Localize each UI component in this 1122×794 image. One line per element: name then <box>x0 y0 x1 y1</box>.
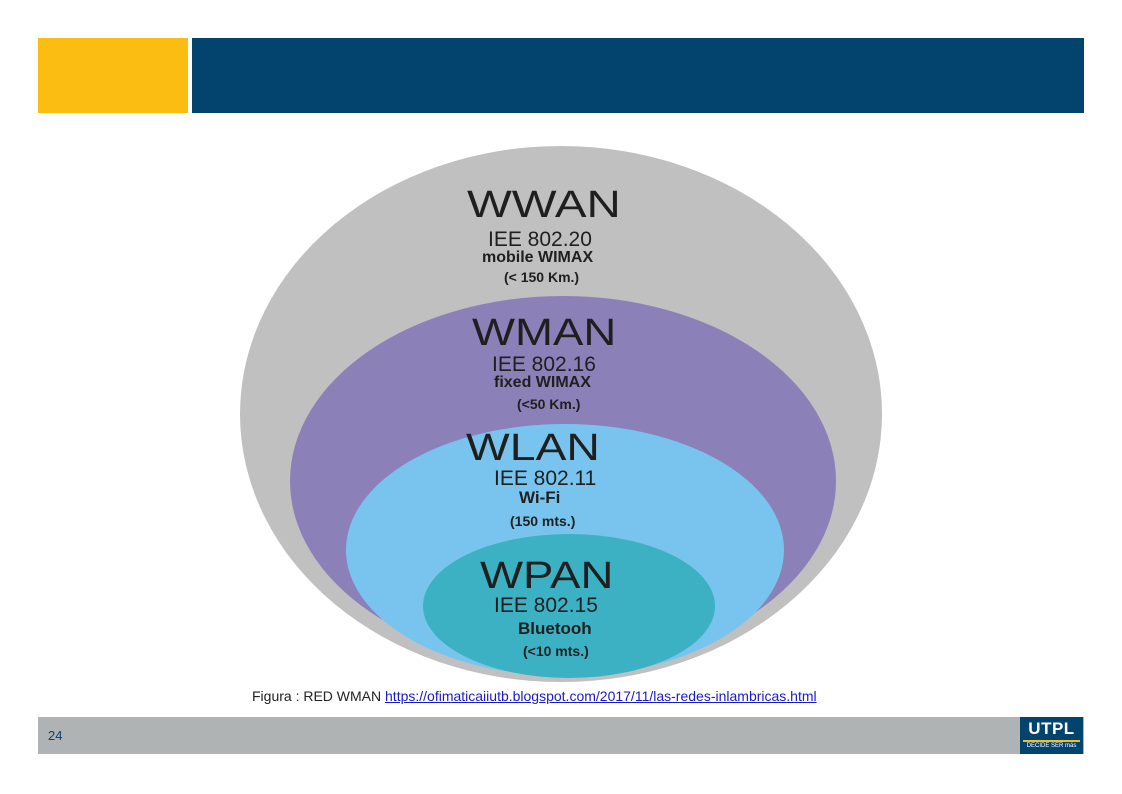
header-title-bar <box>192 38 1084 113</box>
wlan-title: WLAN <box>466 426 600 468</box>
wwan-standard: IEE 802.20 <box>488 228 592 251</box>
wpan-range: (<10 mts.) <box>523 643 589 659</box>
wpan-title: WPAN <box>480 554 613 597</box>
wwan-title: WWAN <box>467 183 621 225</box>
wlan-technology: Wi-Fi <box>519 488 560 507</box>
footer-bar: 24 UTPL DECIDE SER más <box>38 717 1084 754</box>
wwan-technology: mobile WIMAX <box>482 249 593 266</box>
wman-range: (<50 Km.) <box>517 396 580 412</box>
wwan-range: (< 150 Km.) <box>504 269 579 285</box>
source-link[interactable]: https://ofimaticaiiutb.blogspot.com/2017… <box>385 688 817 704</box>
header-accent-block <box>38 38 188 113</box>
wpan-standard: IEE 802.15 <box>494 594 598 617</box>
wlan-range: (150 mts.) <box>510 513 575 529</box>
wman-technology: fixed WIMAX <box>494 374 591 391</box>
wpan-ellipse <box>423 534 715 678</box>
wpan-technology: Bluetooh <box>518 619 592 638</box>
logo-tagline: DECIDE SER más <box>1026 743 1077 749</box>
utpl-logo: UTPL DECIDE SER más <box>1020 717 1083 754</box>
logo-accent-bar <box>1023 740 1080 742</box>
wlan-standard: IEE 802.11 <box>494 467 596 490</box>
wman-title: WMAN <box>472 311 616 354</box>
page-number: 24 <box>48 728 63 743</box>
wman-standard: IEE 802.16 <box>492 353 596 376</box>
logo-text: UTPL <box>1028 719 1075 738</box>
figure-caption: Figura : RED WMAN https://ofimaticaiiutb… <box>252 688 817 704</box>
caption-prefix: Figura : RED WMAN <box>252 688 386 704</box>
